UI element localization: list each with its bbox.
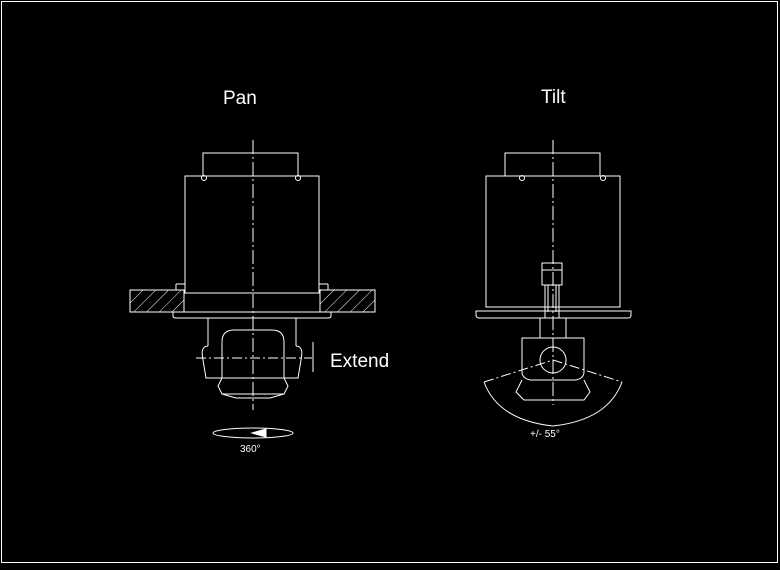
pan-lamp-lens — [221, 393, 285, 399]
tilt-trim-ring — [475, 310, 632, 319]
tilt-yoke-bracket — [541, 262, 563, 286]
tilt-lamp-body — [515, 379, 591, 401]
extend-label: Extend — [330, 351, 390, 372]
pan-title: Pan — [223, 88, 257, 109]
tilt-angle-lines — [483, 359, 623, 383]
tilt-lamp-head — [521, 337, 585, 381]
rotation-label: 360° — [240, 444, 261, 455]
tilt-neck — [539, 318, 567, 338]
pan-lamp-head — [201, 329, 303, 379]
tilt-title: Tilt — [541, 87, 566, 108]
pan-clip-right — [319, 283, 329, 290]
pan-view — [129, 140, 376, 439]
pan-screw-left — [201, 175, 207, 181]
pan-top-cap — [202, 152, 299, 176]
tilt-view — [475, 140, 632, 427]
rotation-ellipse — [212, 427, 294, 439]
pan-ceiling-right — [319, 289, 376, 313]
rotation-arrowhead — [250, 428, 267, 438]
pan-screw-right — [295, 175, 301, 181]
tilt-angle-arc — [483, 381, 623, 427]
pan-housing — [184, 175, 320, 294]
pan-ceiling-left — [129, 289, 185, 313]
pan-trim-ring — [172, 311, 332, 319]
tilt-screw-right — [600, 175, 606, 181]
tilt-screw-left — [519, 175, 525, 181]
tilt-range-label: +/- 55° — [530, 429, 560, 440]
pan-clip-left — [175, 283, 185, 290]
pan-neck — [207, 318, 297, 346]
